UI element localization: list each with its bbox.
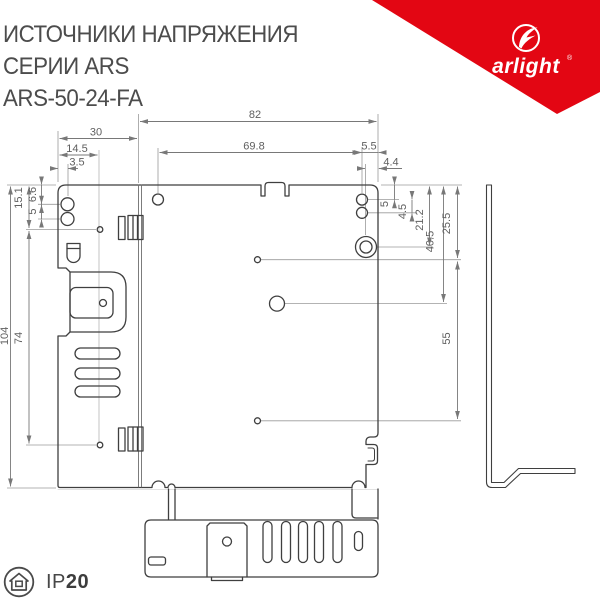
ip-prefix: IP [46, 570, 66, 593]
dim-width-3-5: 3.5 [69, 157, 84, 169]
dim-height-5-left: 5 [27, 208, 39, 214]
dim-height-5-right: 5 [379, 201, 391, 207]
front-view [57, 181, 379, 490]
side-profile [485, 184, 576, 489]
dim-height-4-5: 4.5 [397, 204, 409, 219]
title-block: ИСТОЧНИКИ НАПРЯЖЕНИЯ СЕРИИ ARS ARS-50-24… [3, 19, 298, 115]
ground-screw-outer [354, 235, 378, 259]
red-corner-shape [372, 0, 600, 114]
bottom-view [144, 488, 379, 582]
ip-rating: IP20 [3, 566, 89, 598]
bottom-slot-right [353, 530, 364, 552]
page-title-line1: ИСТОЧНИКИ НАПРЯЖЕНИЯ [3, 21, 298, 48]
dim-height-21-2: 21.2 [414, 209, 426, 230]
side-view [485, 184, 576, 489]
brand-wordmark: arlight [492, 55, 560, 78]
dimension-labels: 82 30 14.5 3.5 69.8 5.5 4.4 6.6 5 15.1 7… [0, 109, 453, 345]
bracket-hole [221, 536, 233, 547]
dimension-lines [8, 119, 460, 487]
dim-height-104: 104 [0, 327, 11, 345]
terminal-bracket [206, 522, 248, 578]
dim-height-55: 55 [441, 332, 453, 344]
vent-slots [74, 347, 121, 398]
clip-windows [117, 214, 144, 452]
mounting-holes [60, 193, 378, 449]
ip-rating-text: IP20 [46, 571, 89, 594]
dim-width-5-5: 5.5 [361, 141, 376, 153]
house-ip-icon [3, 566, 35, 598]
din-recess-inner [69, 286, 114, 319]
din-recess-outer [69, 271, 127, 333]
page-title-line2: СЕРИИ ARS [3, 53, 129, 80]
bottom-slot-left [147, 556, 167, 566]
dim-width-30: 30 [90, 127, 102, 139]
registered-mark: ® [567, 54, 573, 62]
dim-height-74: 74 [13, 332, 25, 344]
extension-lines [7, 114, 462, 489]
dim-width-69-8: 69.8 [243, 141, 264, 153]
bottom-outline [144, 519, 379, 578]
ground-screw-inner [359, 240, 373, 254]
key-slot [66, 242, 81, 264]
side-clip-detail [367, 447, 375, 462]
dim-height-25-5: 25.5 [441, 213, 453, 234]
bottom-vent-slots [262, 520, 343, 564]
dim-width-14-5: 14.5 [66, 143, 87, 155]
product-code: ARS-50-24-FA [3, 85, 143, 112]
front-outline [57, 181, 379, 489]
dim-height-40-5: 40.5 [425, 231, 437, 252]
brand-banner: arlight ® [372, 0, 600, 114]
dim-width-82: 82 [249, 109, 261, 121]
dim-height-15-1: 15.1 [13, 187, 25, 208]
dim-width-4-4: 4.4 [383, 157, 398, 169]
dim-height-6-6: 6.6 [27, 187, 39, 202]
din-recess-hole [98, 298, 108, 308]
arlight-logo-icon [512, 24, 540, 52]
ip-value: 20 [65, 570, 90, 593]
